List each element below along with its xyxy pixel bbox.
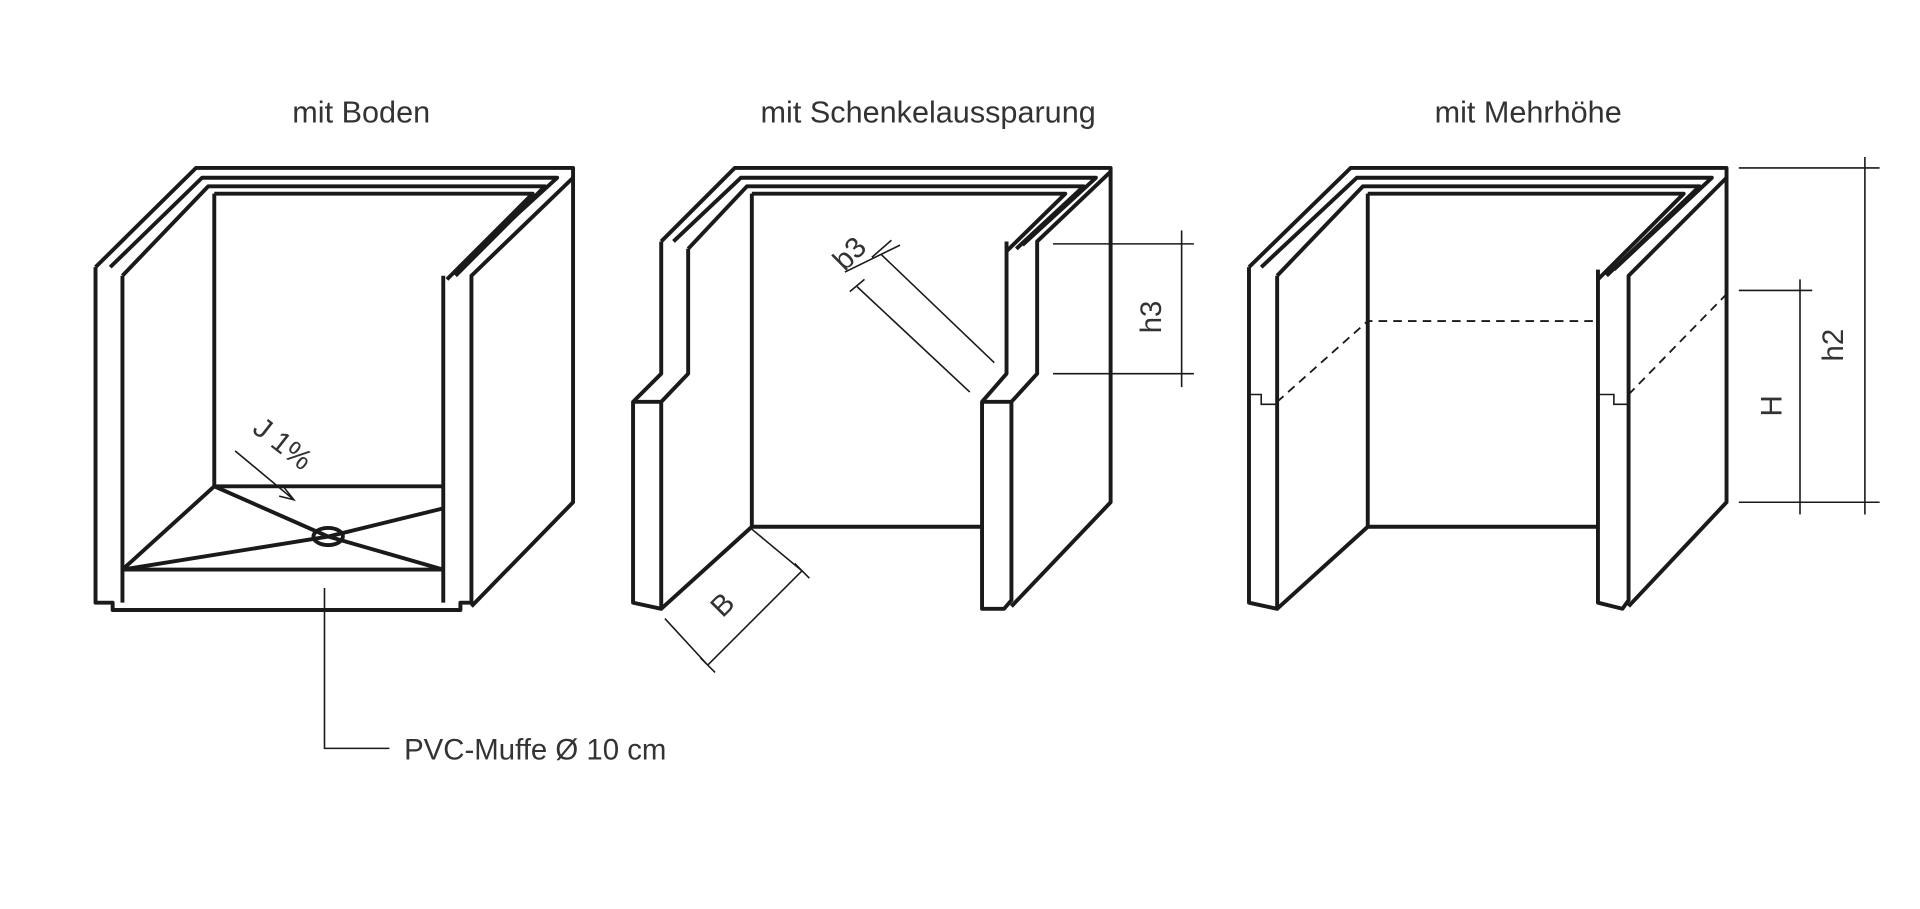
svg-text:b3: b3 — [827, 231, 873, 277]
box-outline — [1247, 166, 1729, 611]
callout-leader — [323, 587, 390, 750]
svg-text:B: B — [704, 586, 741, 623]
variant-mit-boden: mit Boden J 1% PVC-Muffe Ø 10 cm — [93, 96, 666, 766]
variant-mit-schenkelaussparung: mit Schenkelaussparung B b3 h3 — [631, 96, 1194, 674]
dimension-b3: b3 — [827, 231, 995, 393]
dimension-h2: h2 — [1738, 156, 1880, 515]
svg-text:h2: h2 — [1817, 329, 1850, 362]
joint-notch — [1248, 393, 1629, 406]
dimension-h: H — [1738, 279, 1813, 515]
slope-label: J 1% — [247, 411, 319, 477]
title-mit-schenkelaussparung: mit Schenkelaussparung — [761, 96, 1096, 130]
variant-mit-mehrhoehe: mit Mehrhöhe h2 H — [1247, 96, 1880, 611]
box-outline — [631, 166, 1113, 611]
joint-line-dashed — [1276, 293, 1728, 403]
dimension-h3: h3 — [1053, 230, 1194, 388]
dimension-b: B — [664, 528, 810, 674]
title-mit-boden: mit Boden — [292, 96, 430, 130]
box-outline — [93, 166, 576, 612]
drain-outlet — [311, 526, 345, 548]
callout-pvc-muffe: PVC-Muffe Ø 10 cm — [404, 733, 666, 766]
title-mit-mehrhoehe: mit Mehrhöhe — [1435, 96, 1622, 130]
slope-arrow — [234, 450, 296, 502]
svg-text:H: H — [1756, 395, 1789, 416]
svg-text:h3: h3 — [1135, 301, 1168, 334]
